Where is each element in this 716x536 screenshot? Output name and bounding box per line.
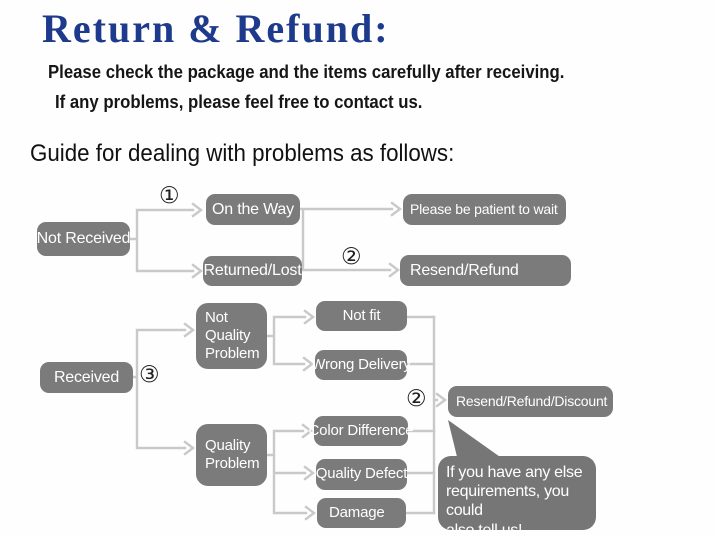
node-not-quality-problem: Not Quality Problem [196, 303, 267, 369]
node-on-the-way: On the Way [206, 194, 300, 225]
step-marker-2-upper: ② [341, 244, 362, 270]
intro-line-2: If any problems, please feel free to con… [55, 92, 423, 112]
step-marker-2-lower: ② [406, 386, 427, 412]
node-received: Received [40, 362, 133, 393]
node-please-be-patient: Please be patient to wait [403, 194, 566, 225]
node-resend-refund-discount: Resend/Refund/Discount [448, 386, 613, 417]
node-color-difference: Color Difference [309, 416, 414, 446]
step-marker-1: ① [159, 183, 180, 209]
intro-line-1: Please check the package and the items c… [48, 62, 565, 82]
page-title: Return & Refund: [42, 6, 390, 51]
step-marker-3: ③ [139, 362, 160, 388]
speech-bubble-note: If you have any else requirements, you c… [438, 456, 596, 536]
node-not-received: Not Received [37, 222, 131, 256]
node-damage: Damage [317, 498, 406, 528]
node-returned-lost: Returned/Lost [203, 256, 302, 286]
node-resend-refund: Resend/Refund [400, 255, 571, 286]
node-quality-problem: Quality Problem [196, 424, 267, 486]
guide-heading: Guide for dealing with problems as follo… [30, 140, 455, 167]
node-wrong-delivery: Wrong Delivery [311, 350, 411, 380]
node-not-fit: Not fit [316, 301, 407, 331]
node-quality-defect: Quality Defect [316, 459, 407, 490]
